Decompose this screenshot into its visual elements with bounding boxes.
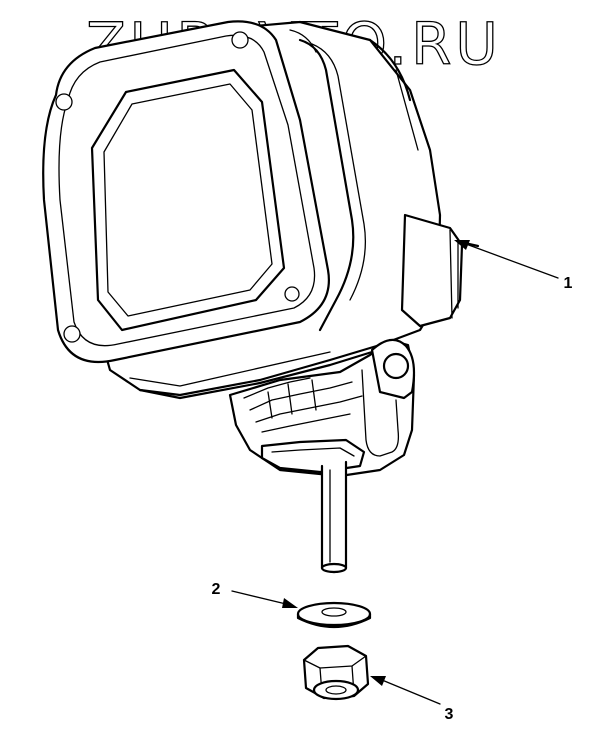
flat-washer-icon [296,601,372,628]
mounting-bracket-icon [228,338,416,478]
callout-label-1: 1 [564,275,573,292]
leader-line-2 [231,590,298,608]
callout-label-3: 3 [445,706,454,723]
hex-nut-icon [302,644,370,701]
leader-line-3 [370,676,441,705]
leader-line-1 [454,240,559,279]
callout-label-2: 2 [212,581,221,598]
mounting-stud-icon [320,460,348,574]
work-lamp-icon [42,20,480,400]
